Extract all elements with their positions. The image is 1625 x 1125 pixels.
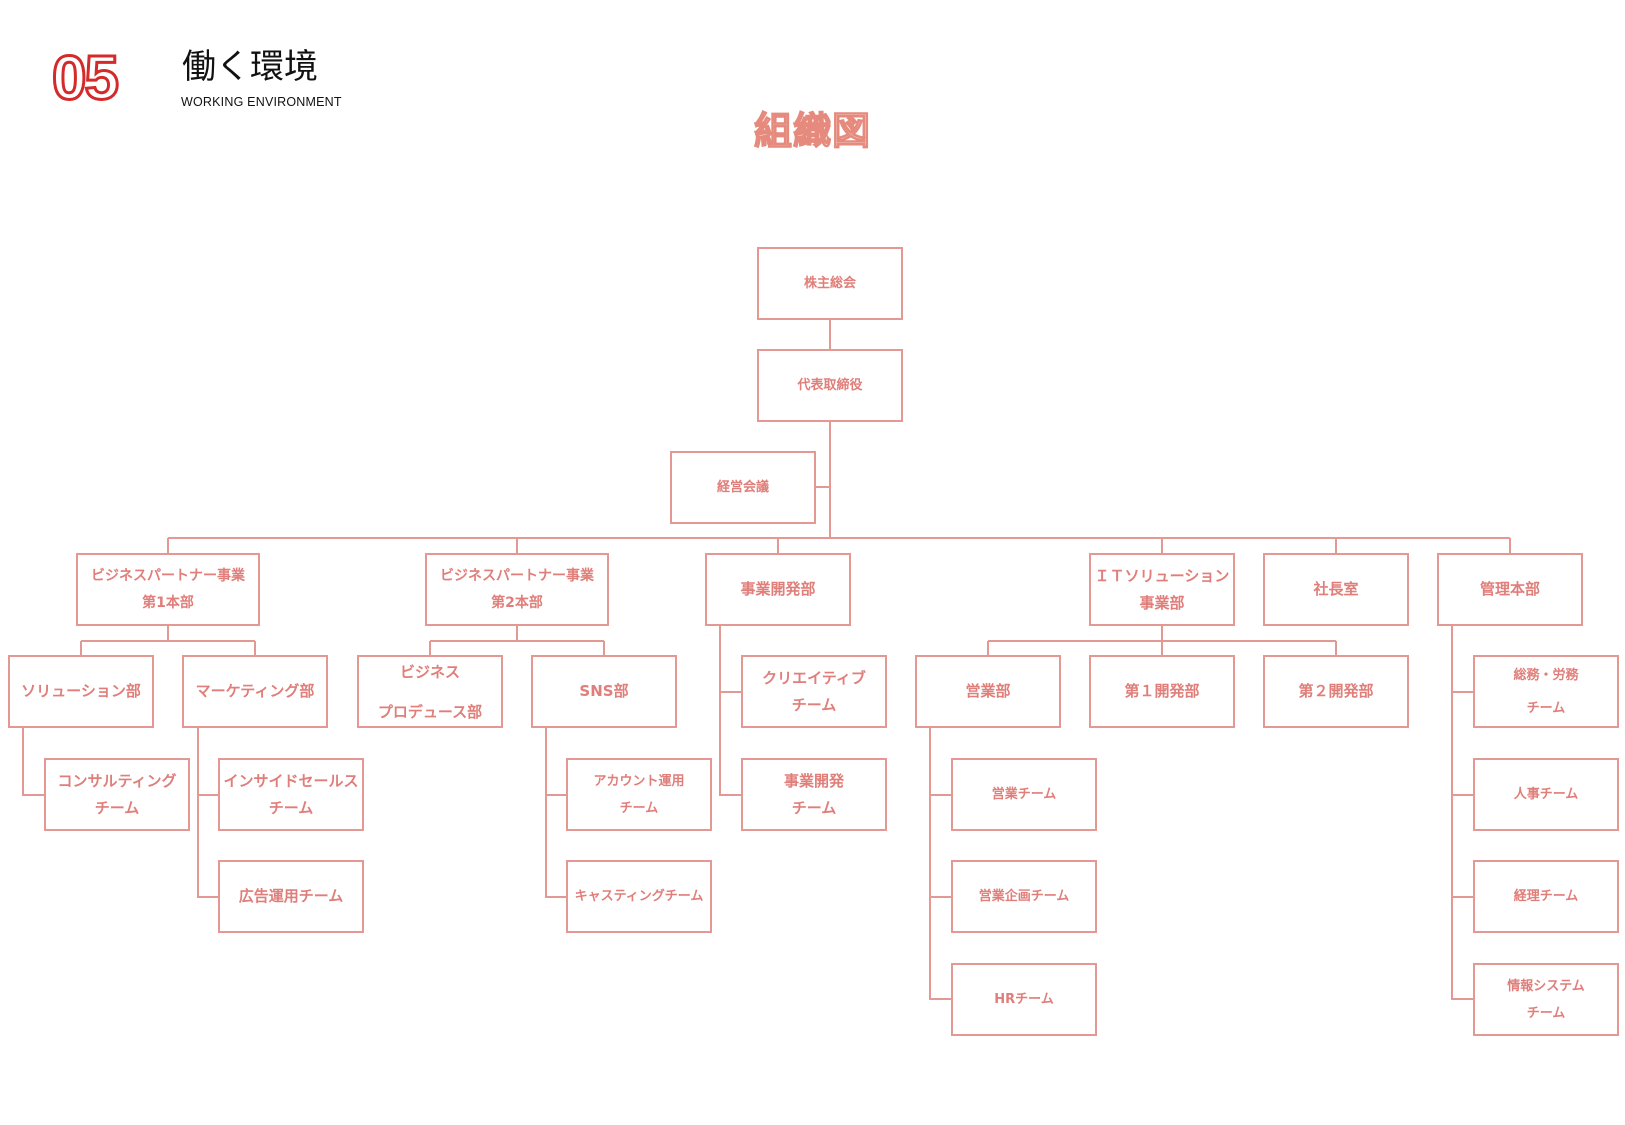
org-box-bizdev: 事業開発部 xyxy=(705,553,851,626)
org-label: 営業チーム xyxy=(991,787,1057,802)
org-label: ビジネスパートナー事業 第1本部 xyxy=(91,567,245,611)
org-box-bp2-account: アカウント運用 チーム xyxy=(566,758,712,831)
org-box-bp1-solution: ソリューション部 xyxy=(8,655,154,728)
org-box-bp2-bizproduce: ビジネス プロデュース部 xyxy=(357,655,503,728)
org-label: 人事チーム xyxy=(1513,787,1579,802)
org-box-bp2-sns: SNS部 xyxy=(531,655,677,728)
org-label: SNS部 xyxy=(579,682,629,700)
org-box-its-salesplan: 営業企画チーム xyxy=(951,860,1097,933)
org-label: 経理チーム xyxy=(1513,889,1579,904)
org-label: クリエイティブ チーム xyxy=(762,668,866,714)
org-box-admin-infosys: 情報システム チーム xyxy=(1473,963,1619,1036)
org-box-management-meeting: 経営会議 xyxy=(670,451,816,524)
org-box-bp1-insidesales: インサイドセールス チーム xyxy=(218,758,364,831)
org-box-its-sales: 営業部 xyxy=(915,655,1061,728)
org-label: 社長室 xyxy=(1313,580,1359,598)
org-box-bp1-ads: 広告運用チーム xyxy=(218,860,364,933)
org-label: 第２開発部 xyxy=(1298,682,1374,700)
org-box-bp1: ビジネスパートナー事業 第1本部 xyxy=(76,553,260,626)
org-label: 経営会議 xyxy=(716,480,769,495)
org-box-it-solution: ＩＴソリューション 事業部 xyxy=(1089,553,1235,626)
org-box-its-dev2: 第２開発部 xyxy=(1263,655,1409,728)
org-box-president-office: 社長室 xyxy=(1263,553,1409,626)
org-box-its-salesteam: 営業チーム xyxy=(951,758,1097,831)
org-box-admin-general: 総務・労務 チーム xyxy=(1473,655,1619,728)
org-label: ＩＴソリューション 事業部 xyxy=(1094,566,1230,612)
org-box-its-hr: HRチーム xyxy=(951,963,1097,1036)
org-label: マーケティング部 xyxy=(195,682,315,700)
org-box-ceo: 代表取締役 xyxy=(757,349,903,422)
org-label: アカウント運用 チーム xyxy=(593,773,685,816)
org-box-bp1-consulting: コンサルティング チーム xyxy=(44,758,190,831)
org-label: キャスティングチーム xyxy=(574,889,704,904)
org-label: ソリューション部 xyxy=(21,682,141,700)
org-box-bp2: ビジネスパートナー事業 第2本部 xyxy=(425,553,609,626)
org-label: 営業企画チーム xyxy=(978,889,1070,904)
org-label: 事業開発 チーム xyxy=(783,771,844,817)
org-label: HRチーム xyxy=(994,992,1054,1007)
org-box-bizdev-creative: クリエイティブ チーム xyxy=(741,655,887,728)
org-chart-title: 組織図 xyxy=(753,108,871,153)
section-subtitle: WORKING ENVIRONMENT xyxy=(181,95,342,109)
org-box-admin: 管理本部 xyxy=(1437,553,1583,626)
org-label: インサイドセールス チーム xyxy=(223,771,359,817)
section-number: 05 xyxy=(51,44,121,113)
org-box-bp2-casting: キャスティングチーム xyxy=(566,860,712,933)
org-label: 総務・労務 チーム xyxy=(1513,667,1579,716)
org-box-bizdev-team: 事業開発 チーム xyxy=(741,758,887,831)
org-label: 第１開発部 xyxy=(1124,682,1200,700)
org-label: ビジネスパートナー事業 第2本部 xyxy=(440,567,594,611)
org-label: 情報システム チーム xyxy=(1507,978,1585,1021)
org-label: 営業部 xyxy=(965,682,1011,700)
org-box-its-dev1: 第１開発部 xyxy=(1089,655,1235,728)
section-title: 働く環境 xyxy=(182,47,318,87)
org-label: 広告運用チーム xyxy=(238,887,344,905)
org-label: コンサルティング チーム xyxy=(57,771,177,817)
org-box-admin-hr: 人事チーム xyxy=(1473,758,1619,831)
org-label: 事業開発部 xyxy=(740,580,816,598)
org-label: 代表取締役 xyxy=(797,378,863,393)
org-box-shareholders: 株主総会 xyxy=(757,247,903,320)
org-label: 管理本部 xyxy=(1479,580,1540,598)
org-box-admin-accounting: 経理チーム xyxy=(1473,860,1619,933)
org-label: ビジネス プロデュース部 xyxy=(377,662,483,721)
org-box-bp1-marketing: マーケティング部 xyxy=(182,655,328,728)
org-label: 株主総会 xyxy=(803,276,856,291)
